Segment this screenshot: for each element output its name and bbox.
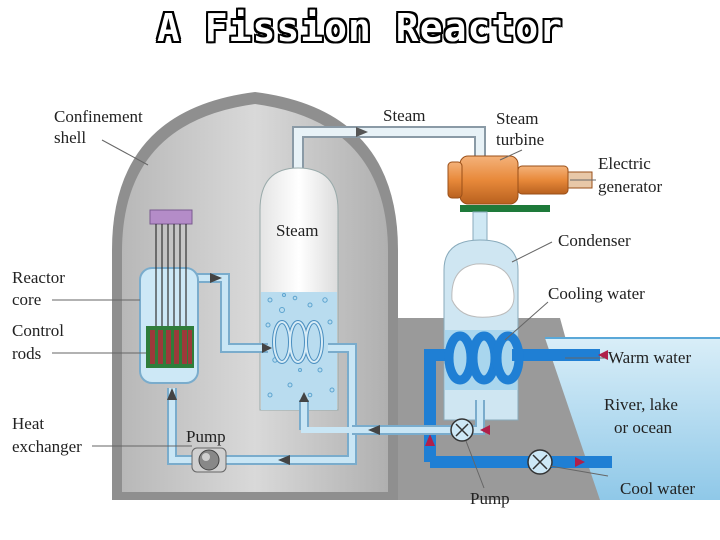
steam-pipe-label: Steam bbox=[383, 106, 426, 125]
electric-generator-label: Electric bbox=[598, 154, 651, 173]
condensate-pipe bbox=[299, 392, 490, 435]
primary-pump-icon bbox=[191, 447, 227, 473]
steam-turbine-label-2: turbine bbox=[496, 130, 544, 149]
condenser-label: Condenser bbox=[558, 231, 631, 250]
cooling-water-label: Cooling water bbox=[548, 284, 645, 303]
leader-lines bbox=[52, 139, 609, 489]
confinement-shell-label: Confinement bbox=[54, 107, 143, 126]
steam-turbine-label: Steam bbox=[496, 109, 539, 128]
control-rods-label-2: rods bbox=[12, 344, 41, 363]
steam-pipe bbox=[292, 126, 486, 170]
primary-pump-label: Pump bbox=[186, 427, 226, 446]
steam-turbine bbox=[447, 155, 593, 212]
reactor-core bbox=[139, 209, 199, 384]
confinement-shell-label-2: shell bbox=[54, 128, 86, 147]
primary-loop bbox=[167, 273, 357, 465]
cooling-pump-icon bbox=[527, 449, 553, 475]
reactor-core-label-2: core bbox=[12, 290, 41, 309]
heat-exchanger-label: Heat bbox=[12, 414, 44, 433]
heat-exchanger-label-2: exchanger bbox=[12, 437, 82, 456]
reactor-core-label: Reactor bbox=[12, 268, 65, 287]
cooling-loop bbox=[424, 331, 612, 468]
condenser bbox=[443, 211, 519, 421]
steam-vessel bbox=[259, 167, 339, 411]
steam-vessel-label: Steam bbox=[276, 221, 319, 240]
control-rods-label: Control bbox=[12, 321, 64, 340]
condensate-pump-icon bbox=[450, 418, 474, 442]
page-title: A Fission Reactor bbox=[157, 6, 563, 50]
secondary-pump-label: Pump bbox=[470, 489, 510, 508]
electric-generator-label-2: generator bbox=[598, 177, 663, 196]
river-label: River, lake bbox=[604, 395, 678, 414]
warm-water-label: Warm water bbox=[608, 348, 691, 367]
cool-water-label: Cool water bbox=[620, 479, 695, 498]
river-label-2: or ocean bbox=[614, 418, 673, 437]
